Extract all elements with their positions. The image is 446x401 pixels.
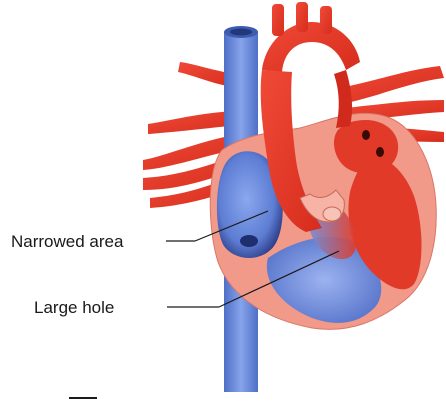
large-hole-label: Large hole bbox=[34, 298, 114, 317]
pulmonary-vein-opening-2 bbox=[376, 147, 384, 157]
atrium-opening bbox=[240, 235, 258, 247]
narrowed-area-label: Narrowed area bbox=[11, 232, 124, 251]
pulmonary-vein-opening-1 bbox=[362, 130, 370, 140]
